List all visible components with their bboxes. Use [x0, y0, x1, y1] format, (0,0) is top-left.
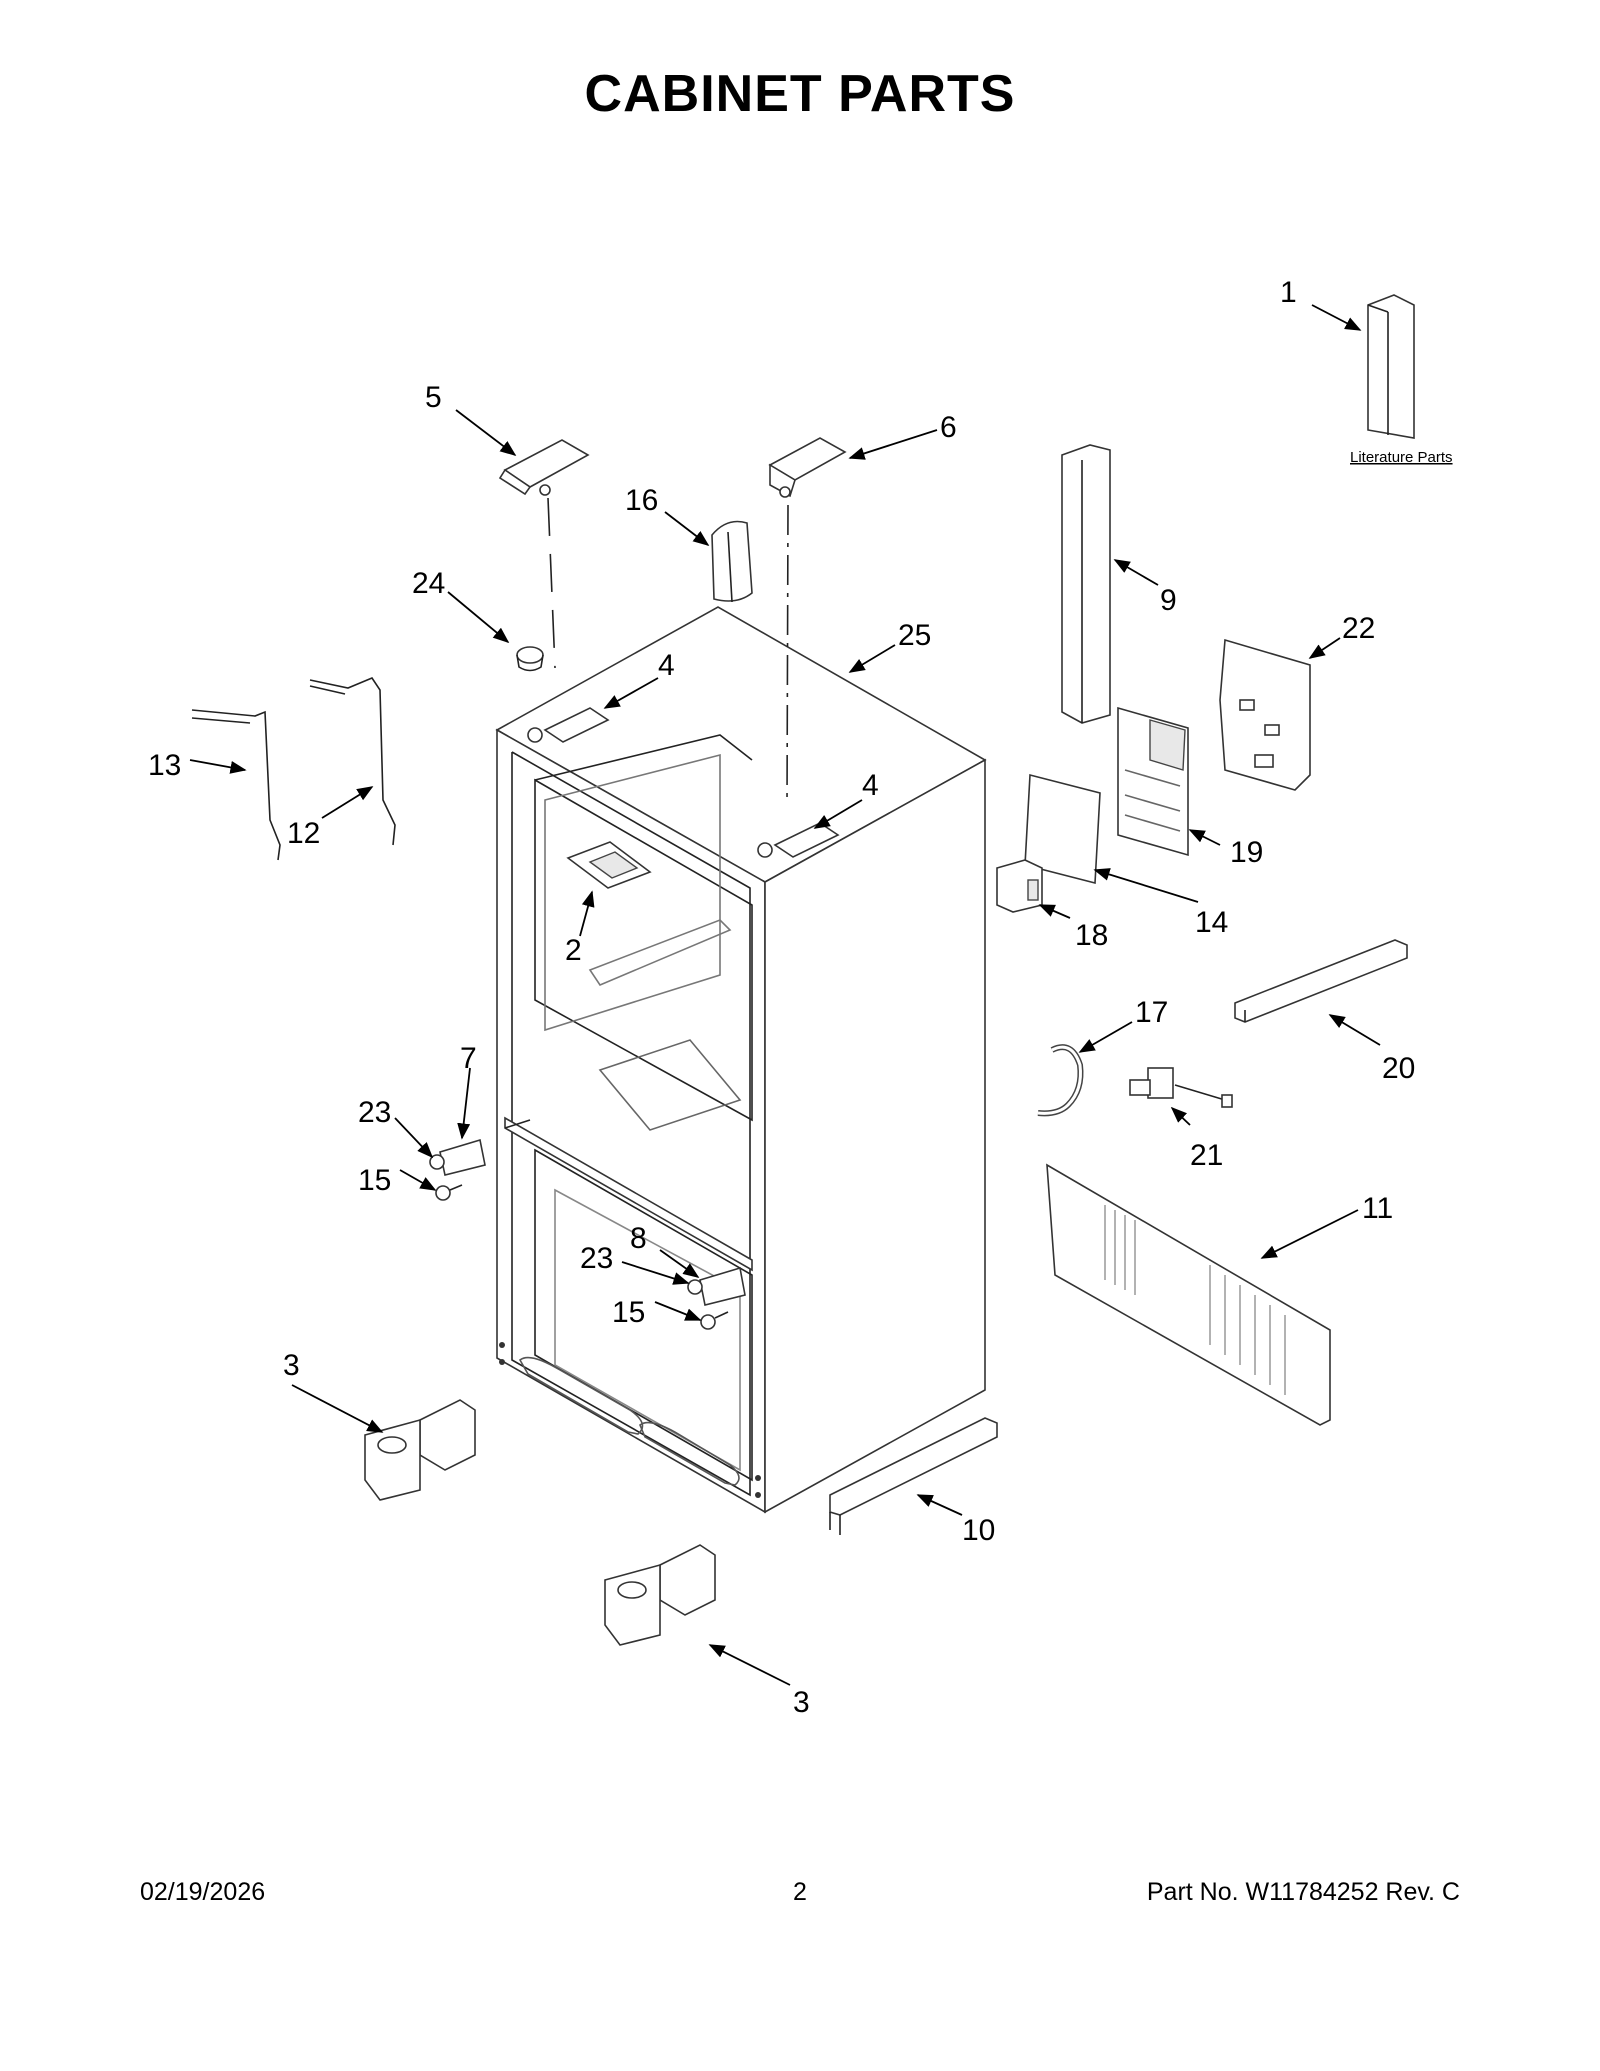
callout-10: 10 — [962, 1514, 995, 1547]
screw-23-a — [429, 1154, 445, 1170]
hinge-cover — [711, 520, 753, 603]
callout-4a: 4 — [658, 649, 675, 682]
callout-1: 1 — [1280, 276, 1297, 309]
hinge-bushing — [516, 646, 544, 672]
air-damper — [566, 841, 652, 889]
center-hinge-bracket-7 — [439, 1138, 486, 1176]
lower-trim-strip — [829, 1417, 998, 1535]
bottom-hinge-right — [604, 1544, 716, 1646]
callout-21: 21 — [1190, 1139, 1223, 1172]
callout-3b: 3 — [793, 1686, 810, 1719]
callout-18: 18 — [1075, 919, 1108, 952]
footer-date: 02/19/2026 — [140, 1878, 266, 1906]
callout-3a: 3 — [283, 1349, 300, 1382]
page-title: CABINET PARTS — [584, 65, 1016, 123]
callout-15a: 15 — [358, 1164, 391, 1197]
callout-14: 14 — [1195, 906, 1228, 939]
hinge-pin-right — [757, 822, 840, 858]
water-tube-13 — [191, 709, 281, 861]
top-hinge-left — [498, 439, 590, 496]
screw-15-a — [435, 1184, 463, 1201]
water-tube-12 — [309, 677, 396, 846]
bottom-hinge-left — [364, 1399, 476, 1501]
literature-parts: Literature Parts — [1350, 294, 1453, 466]
callout-23a: 23 — [358, 1096, 391, 1129]
callout-22: 22 — [1342, 612, 1375, 645]
callout-15b: 15 — [612, 1296, 645, 1329]
callout-20: 20 — [1382, 1052, 1415, 1085]
cabinet-body — [495, 606, 987, 1514]
footer-part-number: Part No. W11784252 Rev. C — [1146, 1878, 1460, 1906]
callout-24: 24 — [412, 567, 445, 600]
top-hinge-right — [768, 437, 847, 498]
callout-19: 19 — [1230, 836, 1263, 869]
callout-23b: 23 — [580, 1242, 613, 1275]
callout-13: 13 — [148, 749, 181, 782]
wire-harness — [1037, 1044, 1084, 1117]
callout-25: 25 — [898, 619, 931, 652]
control-board — [1117, 706, 1189, 857]
upper-trim-strip — [1234, 939, 1408, 1023]
callout-9: 9 — [1160, 584, 1177, 617]
callout-11: 11 — [1362, 1192, 1393, 1225]
callout-7: 7 — [460, 1042, 477, 1075]
callout-4b: 4 — [862, 769, 879, 802]
control-housing — [1219, 638, 1311, 791]
rear-access-panel — [1046, 1163, 1331, 1426]
callout-5: 5 — [425, 381, 442, 414]
leader-arrows — [189, 304, 1381, 1686]
center-hinge-bracket-8 — [699, 1266, 746, 1306]
callout-labels: 1 2 3 3 4 4 5 6 7 8 9 10 11 12 13 14 15 … — [148, 276, 1415, 1719]
water-valve — [1129, 1067, 1233, 1108]
screw-15-b — [700, 1311, 729, 1330]
footer-page-number: 2 — [793, 1878, 807, 1906]
screw-23-b — [687, 1279, 703, 1295]
hinge-pin-left — [527, 707, 610, 743]
callout-6: 6 — [940, 411, 957, 444]
access-cover — [1024, 773, 1101, 885]
vertical-trim — [1061, 444, 1111, 724]
callout-12: 12 — [287, 817, 320, 850]
literature-label: Literature Parts — [1350, 449, 1453, 466]
callout-16: 16 — [625, 484, 658, 517]
callout-17: 17 — [1135, 996, 1168, 1029]
callout-8: 8 — [630, 1222, 647, 1255]
switch-housing — [996, 859, 1043, 913]
callout-2: 2 — [565, 934, 582, 967]
